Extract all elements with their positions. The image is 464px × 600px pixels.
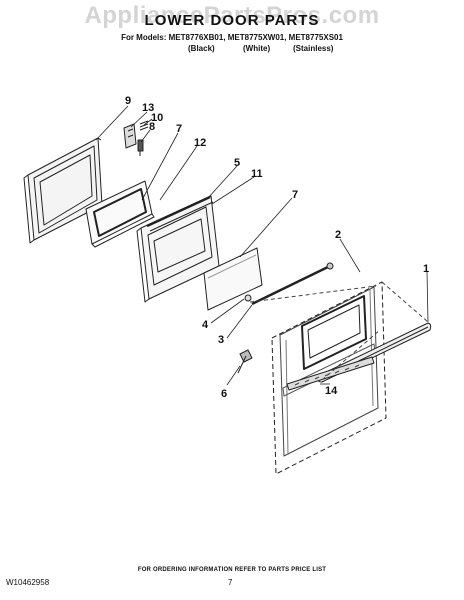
callout-7-top: 7 — [176, 123, 182, 135]
model-list: For Models: MET8776XB01, MET8775XW01, ME… — [121, 33, 343, 42]
part-screw — [237, 349, 253, 374]
part-door-frame — [136, 195, 220, 303]
part-door-rod — [244, 262, 334, 306]
part-bottom-trim — [286, 356, 375, 391]
callout-10: 10 — [151, 112, 163, 124]
callout-7-mid: 7 — [292, 189, 298, 201]
page-title: LOWER DOOR PARTS — [144, 12, 320, 29]
part-hinge-hardware — [123, 120, 149, 156]
page-number: 7 — [228, 578, 233, 587]
callout-14: 14 — [325, 385, 338, 397]
callout-13: 13 — [142, 102, 154, 114]
callout-9: 9 — [125, 95, 131, 107]
leader-lines — [95, 105, 429, 386]
color-label-black: (Black) — [188, 44, 215, 53]
callout-5: 5 — [234, 157, 240, 169]
ordering-note: FOR ORDERING INFORMATION REFER TO PARTS … — [137, 567, 327, 573]
color-label-white: (White) — [243, 44, 271, 53]
callout-3: 3 — [218, 334, 224, 346]
document-number: W10462958 — [6, 578, 50, 587]
callout-1: 1 — [423, 263, 429, 275]
callout-11: 11 — [251, 168, 263, 180]
color-label-stainless: (Stainless) — [293, 44, 334, 53]
callout-12: 12 — [194, 137, 206, 149]
part-inner-glass — [203, 247, 263, 311]
part-outer-door — [271, 281, 387, 475]
part-inner-door-panel — [23, 137, 103, 244]
callout-6: 6 — [221, 388, 227, 400]
assembly-guides — [249, 281, 429, 381]
callout-8: 8 — [149, 121, 155, 133]
part-door-glass — [85, 180, 155, 248]
callout-4: 4 — [202, 319, 209, 331]
callout-2: 2 — [335, 229, 341, 241]
